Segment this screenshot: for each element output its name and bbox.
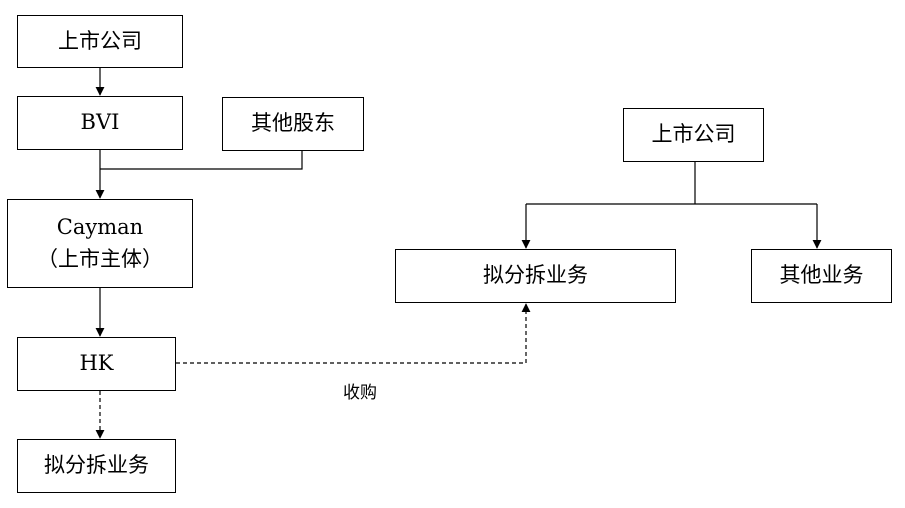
bvi-label: BVI [80, 110, 120, 135]
cayman-label: Cayman [56, 215, 144, 239]
cayman-subtitle: （上市主体） [37, 246, 163, 271]
other-business-box: 其他业务 [751, 249, 892, 303]
other-shareholders-box: 其他股东 [222, 97, 364, 151]
arrow-acquisition [176, 303, 531, 364]
right-listed-company-box: 上市公司 [623, 108, 764, 162]
acquisition-label: 收购 [343, 383, 377, 403]
other-shareholders-label: 其他股东 [251, 111, 335, 136]
hk-box: HK [17, 337, 176, 391]
line-other-shareholders [100, 151, 303, 170]
right-spinoff-label: 拟分拆业务 [483, 263, 588, 288]
right-spinoff-box: 拟分拆业务 [395, 249, 676, 303]
hk-label: HK [79, 351, 114, 376]
cayman-box: Cayman （上市主体） [7, 199, 193, 288]
left-listed-company-box: 上市公司 [17, 15, 183, 68]
left-spinoff-box: 拟分拆业务 [17, 439, 176, 493]
other-business-label: 其他业务 [779, 263, 864, 288]
bvi-box: BVI [17, 96, 183, 150]
right-listed-company-label: 上市公司 [651, 122, 736, 147]
left-listed-company-label: 上市公司 [58, 28, 142, 53]
left-spinoff-label: 拟分拆业务 [44, 453, 149, 478]
